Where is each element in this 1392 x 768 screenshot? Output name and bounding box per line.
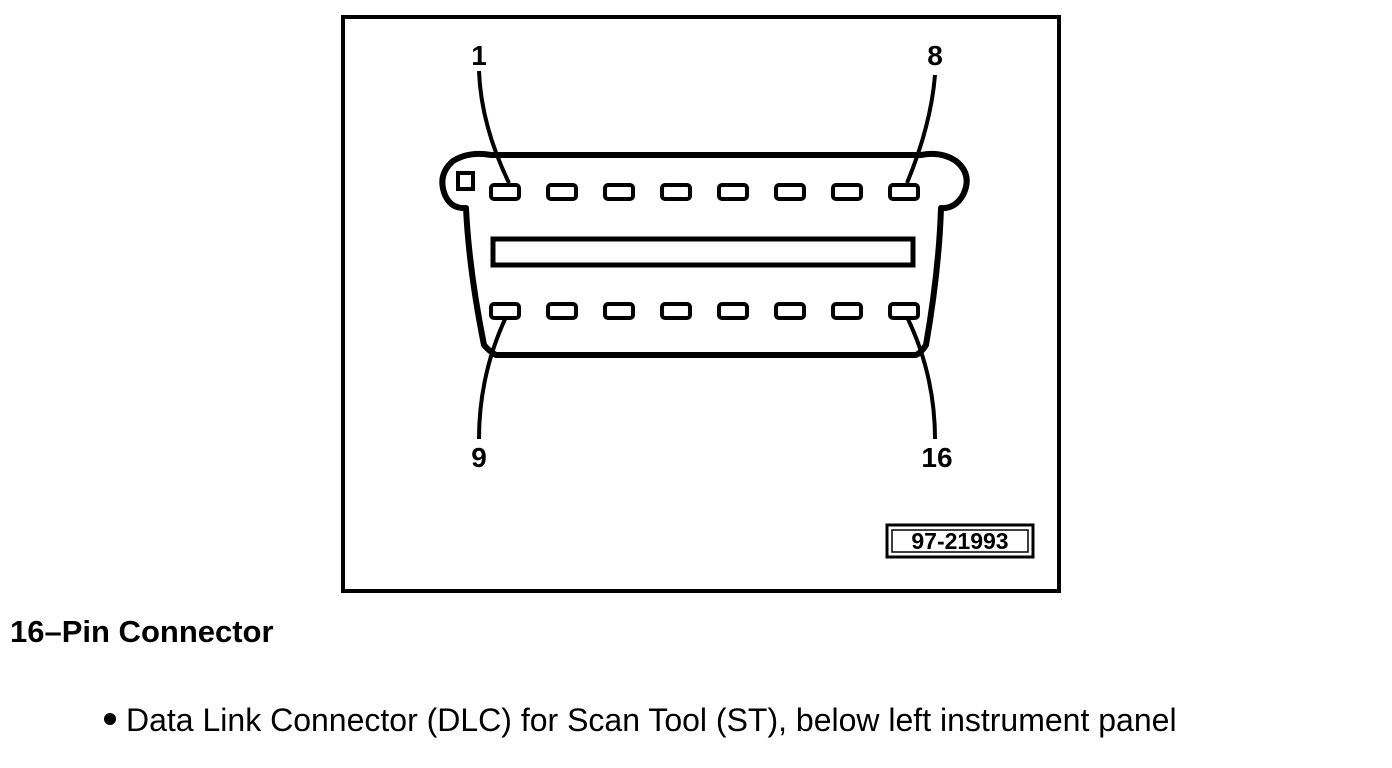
pin-6 — [774, 183, 806, 201]
pin-9 — [489, 302, 521, 320]
caption-bullet-text: Data Link Connector (DLC) for Scan Tool … — [126, 702, 1177, 738]
pin-label-8: 8 — [927, 40, 943, 71]
pin-14 — [774, 302, 806, 320]
pin-15 — [831, 302, 863, 320]
leader-line-pin-8 — [905, 74, 937, 184]
pin-7 — [831, 183, 863, 201]
pin-3 — [603, 183, 635, 201]
leader-line-pin-1 — [477, 70, 511, 184]
bullet-icon — [104, 712, 116, 725]
key-notch — [456, 171, 475, 191]
leader-line-pin-16 — [905, 316, 937, 440]
pin-4 — [660, 183, 692, 201]
pin-13 — [717, 302, 749, 320]
caption-bullet: Data Link Connector (DLC) for Scan Tool … — [104, 702, 1177, 739]
caption-title: 16–Pin Connector — [10, 614, 274, 649]
figure-border — [341, 15, 1061, 593]
pin-5 — [717, 183, 749, 201]
pin-2 — [546, 183, 578, 201]
pin-11 — [603, 302, 635, 320]
figure-code: 97-21993 — [911, 528, 1008, 554]
pin-8 — [888, 183, 920, 201]
pin-12 — [660, 302, 692, 320]
pin-1 — [489, 183, 521, 201]
pin-16 — [888, 302, 920, 320]
pin-label-9: 9 — [471, 442, 487, 473]
leader-line-pin-9 — [477, 316, 508, 440]
pin-label-16: 16 — [921, 442, 952, 473]
connector-figure: 1 8 9 16 97-21993 — [341, 15, 1061, 593]
connector-housing — [439, 150, 970, 358]
pin-10 — [546, 302, 578, 320]
pin-label-1: 1 — [471, 40, 487, 71]
top-pin-row — [489, 183, 920, 201]
connector-diagram: 1 8 9 16 97-21993 — [341, 15, 1061, 593]
center-slot — [490, 236, 916, 268]
